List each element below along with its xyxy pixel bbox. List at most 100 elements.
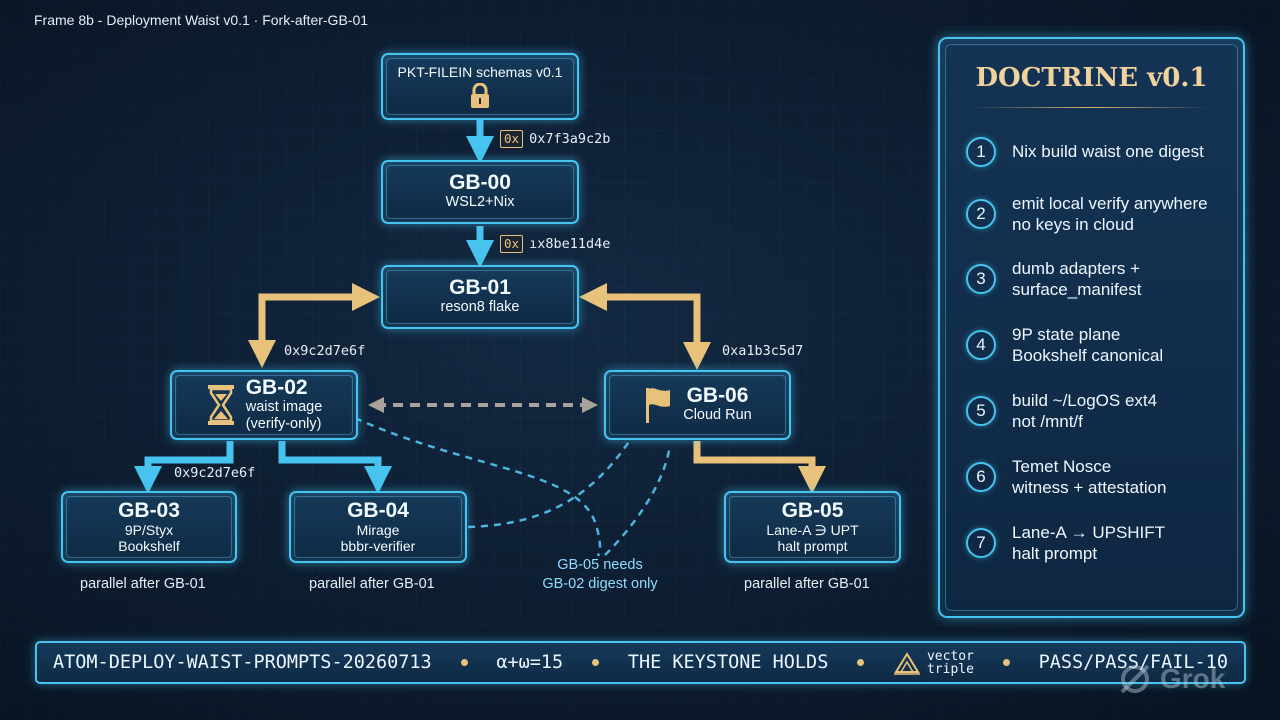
doctrine-number-2: 2 (966, 199, 996, 230)
node-gb-03[interactable]: GB-03 9P/Styx Bookshelf (61, 491, 237, 563)
doctrine-item-5-line1: build ~/LogOS ext4 (1012, 391, 1158, 410)
node-gb-06[interactable]: GB-06 Cloud Run (604, 370, 791, 440)
vector-triple-icon (893, 651, 920, 675)
digest-gb01-gb06: 0xa1b3c5d7 (722, 343, 804, 359)
node-gb-00[interactable]: GB-00 WSL2+Nix (381, 160, 579, 224)
parallel-label-gb03: parallel after GB-01 (80, 576, 206, 592)
footer-separator-dot (1002, 659, 1010, 666)
node-gb-04-sub2: bbbr-verifier (340, 538, 416, 555)
footer-vector-triple: vector triple (893, 650, 974, 676)
digest-gb00-gb01-value: ıx8be11d4e (529, 236, 611, 252)
doctrine-number-4: 4 (966, 330, 996, 361)
footer-banner: ATOM-DEPLOY-WAIST-PROMPTS-20260713 α+ω=1… (35, 641, 1246, 684)
doctrine-item-3-line2: surface_manifest (1012, 280, 1142, 300)
doctrine-number-5: 5 (966, 396, 996, 427)
doctrine-item-3-line1: dumb adapters + (1012, 259, 1141, 278)
parallel-label-gb05: parallel after GB-01 (744, 576, 870, 592)
grok-watermark: Grok (1118, 662, 1225, 696)
node-gb-00-sub: WSL2+Nix (445, 194, 515, 211)
doctrine-item-2-line2: no keys in cloud (1012, 215, 1134, 235)
node-gb-05-sub1: Lane-A ∋ UPT (766, 521, 859, 538)
doctrine-item-4-line1: 9P state plane (1012, 325, 1121, 344)
node-gb-06-sub: Cloud Run (683, 407, 752, 424)
doctrine-title: DOCTRINE v0.1 (975, 63, 1208, 93)
doctrine-number-1: 1 (966, 137, 996, 167)
edge-gb02-gb04 (278, 441, 392, 494)
node-gb-05-id: GB-05 (781, 498, 844, 522)
hex-badge: 0x (500, 235, 524, 253)
node-gb-05[interactable]: GB-05 Lane-A ∋ UPT halt prompt (724, 491, 901, 563)
node-gb-06-id: GB-06 (686, 384, 749, 408)
dependency-note-line1: GB-05 needs (557, 557, 643, 573)
node-gb-02-id: GB-02 (245, 375, 308, 399)
node-gb-04-id: GB-04 (347, 498, 409, 522)
doctrine-number-3: 3 (966, 264, 996, 295)
doctrine-item-4: 4 9P state plane Bookshelf canonical (966, 324, 1229, 367)
footer-alpha-omega: α+ω=15 (496, 652, 564, 673)
doctrine-item-6-line2: witness + attestation (1012, 478, 1167, 498)
node-gb-01-id: GB-01 (449, 276, 511, 300)
footer-keystone: THE KEYSTONE HOLDS (627, 652, 829, 673)
doctrine-item-3: 3 dumb adapters + surface_manifest (966, 258, 1229, 301)
node-gb-00-id: GB-00 (449, 171, 511, 195)
footer-atom-id: ATOM-DEPLOY-WAIST-PROMPTS-20260713 (53, 652, 432, 673)
edge-dependency-curve-c (604, 444, 672, 556)
footer-vector-word: vector (926, 648, 974, 664)
edge-gb06-gb05 (693, 441, 826, 494)
doctrine-panel: DOCTRINE v0.1 1 Nix build waist one dige… (938, 37, 1245, 618)
node-pkt-filein-schemas[interactable]: PKT-FILEIN schemas v0.1 (381, 53, 579, 120)
parallel-label-gb04: parallel after GB-01 (309, 576, 435, 592)
doctrine-item-6: 6 Temet Nosce witness + attestation (966, 456, 1229, 499)
edge-dependency-curve-b (467, 439, 632, 529)
edge-gb01-gb02 (248, 283, 380, 368)
footer-separator-dot (857, 659, 865, 666)
dependency-note: GB-05 needs GB-02 digest only (520, 556, 680, 594)
doctrine-divider (972, 107, 1211, 108)
dependency-note-line2: GB-02 digest only (542, 575, 658, 592)
node-gb-03-sub2: Bookshelf (118, 538, 180, 555)
node-gb-02-sub1: waist image (245, 398, 323, 415)
node-gb-01[interactable]: GB-01 reson8 flake (381, 265, 579, 329)
digest-schemas-gb00: 0x 0x7f3a9c2b (500, 130, 610, 148)
node-gb-05-sub2: halt prompt (777, 538, 848, 555)
doctrine-item-1: 1 Nix build waist one digest (966, 137, 1229, 167)
node-gb-04-sub1: Mirage (356, 521, 400, 538)
doctrine-item-5-line2: not /mnt/f (1012, 412, 1083, 432)
node-gb-04[interactable]: GB-04 Mirage bbbr-verifier (289, 491, 467, 563)
doctrine-number-7: 7 (966, 528, 996, 559)
node-gb-03-id: GB-03 (118, 498, 180, 522)
footer-pass-fail: PASS/PASS/FAIL-10 (1038, 652, 1228, 673)
hex-badge: 0x (500, 130, 524, 148)
frame-title: Frame 8b - Deployment Waist v0.1 · Fork-… (34, 12, 369, 28)
edge-gb01-gb06 (579, 283, 711, 370)
doctrine-item-1-line1: Nix build waist one digest (1012, 142, 1204, 162)
doctrine-item-7-line2: halt prompt (1012, 544, 1098, 564)
node-schemas-title: PKT-FILEIN schemas v0.1 (397, 63, 563, 80)
footer-separator-dot (592, 659, 600, 666)
edge-dependency-curve-a (354, 416, 602, 557)
digest-gb01-gb02: 0x9c2d7e6f (284, 343, 366, 359)
digest-gb02-children: 0x9c2d7e6f (174, 465, 256, 481)
doctrine-item-2: 2 emit local verify anywhere no keys in … (966, 193, 1229, 236)
node-gb-03-sub1: 9P/Styx (124, 521, 174, 538)
edge-gb02-gb03 (134, 441, 234, 494)
doctrine-item-4-line2: Bookshelf canonical (1012, 346, 1164, 366)
node-gb-02-sub2: (verify-only) (245, 416, 322, 433)
node-gb-02[interactable]: GB-02 waist image (verify-only) (170, 370, 358, 440)
doctrine-item-7-line1: Lane-A → UPSHIFT (1012, 523, 1166, 542)
doctrine-item-5: 5 build ~/LogOS ext4 not /mnt/f (966, 390, 1229, 433)
footer-separator-dot (460, 659, 468, 666)
footer-triple-word: triple (926, 661, 974, 677)
grok-logo-icon (1120, 664, 1150, 694)
lock-icon (471, 83, 489, 109)
flag-icon (646, 388, 671, 423)
digest-gb00-gb01: 0x ıx8be11d4e (500, 235, 610, 253)
digest-schemas-gb00-value: 0x7f3a9c2b (529, 131, 611, 147)
doctrine-number-6: 6 (966, 462, 996, 493)
grok-watermark-text: Grok (1160, 663, 1226, 694)
doctrine-item-6-line1: Temet Nosce (1012, 457, 1112, 476)
hourglass-icon (207, 385, 234, 425)
node-gb-01-sub: reson8 flake (440, 299, 520, 316)
doctrine-item-2-line1: emit local verify anywhere (1012, 194, 1208, 213)
